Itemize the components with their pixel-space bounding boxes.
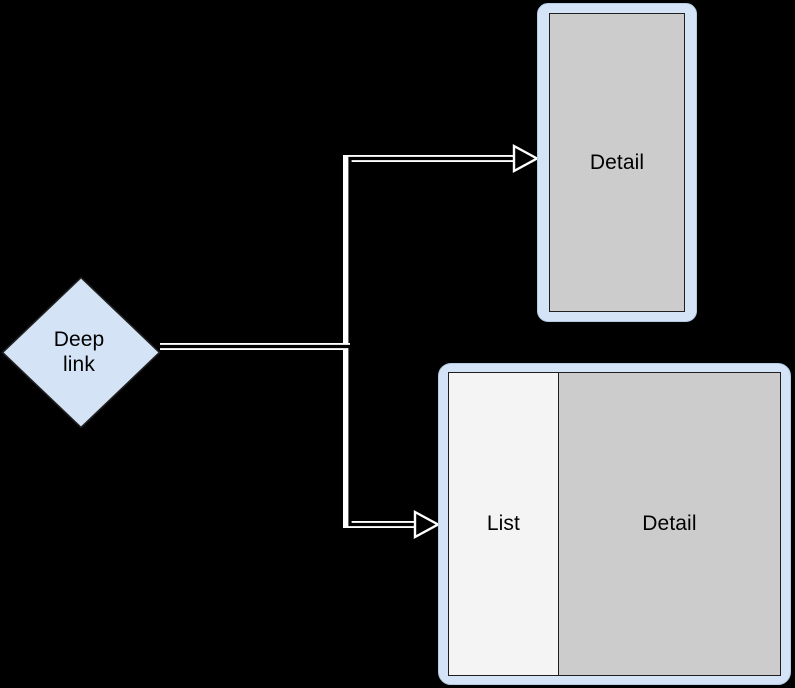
node-tablet-frame[interactable]: List Detail <box>438 363 791 685</box>
tablet-screen: List Detail <box>448 372 781 676</box>
rhombus-icon <box>1 277 160 428</box>
tablet-pane-list[interactable]: List <box>449 373 559 675</box>
phone-screen: Detail <box>549 13 685 312</box>
node-deep-link-label-line1: Deep <box>53 327 105 351</box>
tablet-pane-detail[interactable]: Detail <box>558 373 780 675</box>
phone-pane-detail[interactable]: Detail <box>550 14 684 311</box>
edge-deeplink-to-tablet-list-detail <box>160 343 441 540</box>
phone-pane-detail-label: Detail <box>589 150 645 174</box>
node-phone-frame[interactable]: Detail <box>537 3 697 322</box>
tablet-pane-list-label: List <box>486 512 520 535</box>
node-deep-link-label-line2: link <box>63 352 95 376</box>
edge-stem-inner <box>160 156 515 349</box>
node-deep-link[interactable]: Deep link <box>0 277 160 428</box>
tablet-pane-detail-label: Detail <box>642 512 697 535</box>
arrowhead-icon <box>413 509 441 540</box>
edge-stem-outer <box>160 155 515 350</box>
edge-stem-outer <box>160 343 416 528</box>
node-deep-link-label: Deep link <box>0 277 160 428</box>
edge-deeplink-to-phone-detail <box>160 143 540 350</box>
edge-stem-inner <box>160 344 416 527</box>
arrowhead-icon <box>512 143 540 174</box>
